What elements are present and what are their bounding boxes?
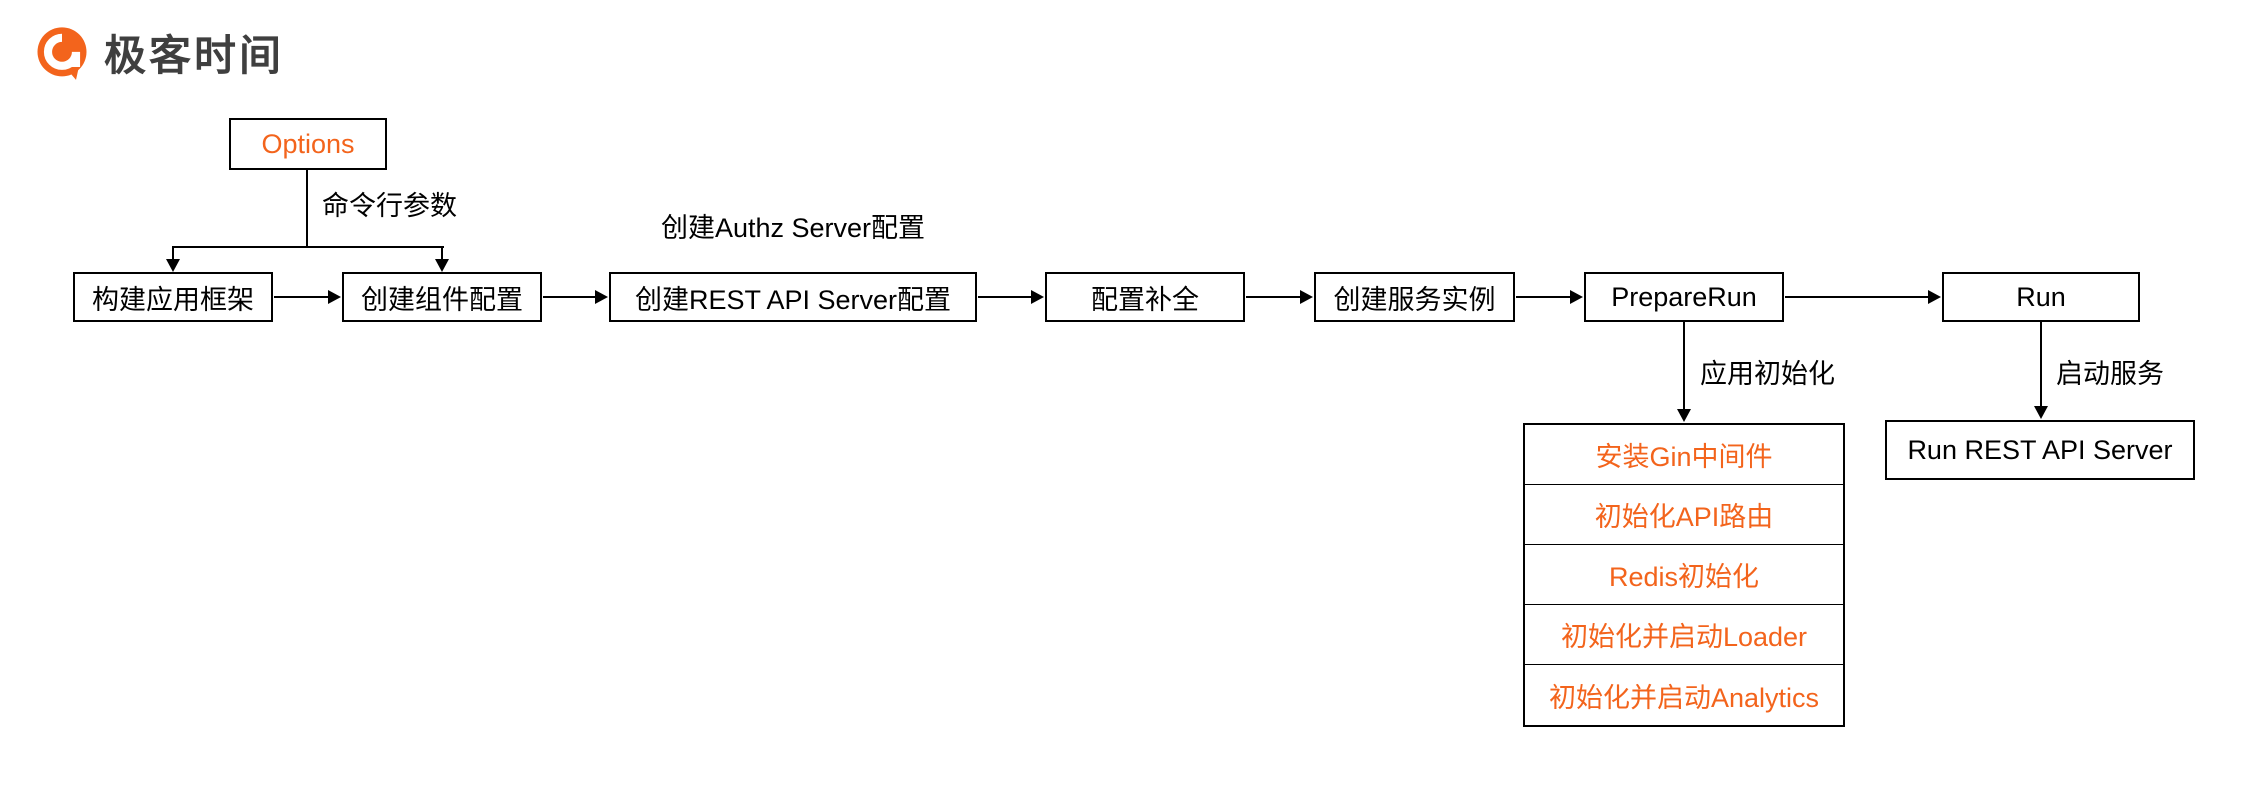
arrow-run-to-runserver xyxy=(2034,322,2048,419)
flow-box-run: Run xyxy=(1942,272,2140,322)
init-step-analytics: 初始化并启动Analytics xyxy=(1548,682,1820,713)
init-step-gin-middleware: 安装Gin中间件 xyxy=(1525,425,1843,485)
arrow-preparerun-to-init xyxy=(1677,322,1691,422)
flow-box-config-complete: 配置补全 xyxy=(1045,272,1245,322)
init-step-api-routes: 初始化API路由 xyxy=(1525,485,1843,545)
flow-box-create-component-config: 创建组件配置 xyxy=(342,272,542,322)
flow-box-prepare-run: PrepareRun xyxy=(1584,272,1784,322)
options-box: Options xyxy=(229,118,387,170)
prepare-note-label: 应用初始化 xyxy=(1700,359,1835,389)
init-step-redis: Redis初始化 xyxy=(1525,545,1843,605)
flow-box-create-rest-api-server-config: 创建REST API Server配置 xyxy=(609,272,977,322)
options-fork-line xyxy=(172,246,444,248)
flow-box-create-service-instance: 创建服务实例 xyxy=(1314,272,1515,322)
arrow-options-to-build xyxy=(166,246,180,272)
arrow-component-to-restconfig xyxy=(543,290,608,304)
geektime-logo-icon xyxy=(37,26,87,80)
flow-box-build-app-frame: 构建应用框架 xyxy=(73,272,273,322)
arrow-build-to-component xyxy=(274,290,341,304)
authz-note-label: 创建Authz Server配置 xyxy=(660,213,926,243)
brand-name: 极客时间 xyxy=(104,32,285,79)
init-step-loader: 初始化并启动Loader xyxy=(1525,605,1843,665)
run-note-label: 启动服务 xyxy=(2056,359,2164,389)
arrow-preparerun-to-run xyxy=(1785,290,1941,304)
arrow-instance-to-preparerun xyxy=(1516,290,1583,304)
arrow-options-to-component xyxy=(435,246,449,272)
arrow-complete-to-instance xyxy=(1246,290,1313,304)
init-steps-list: 安装Gin中间件 初始化API路由 Redis初始化 初始化并启动Loader … xyxy=(1523,423,1845,727)
brand-logo: 极客时间 xyxy=(34,22,284,83)
arrow-restconfig-to-complete xyxy=(978,290,1044,304)
options-stem-line xyxy=(306,170,308,247)
run-rest-api-server-box: Run REST API Server xyxy=(1885,420,2195,480)
options-note-label: 命令行参数 xyxy=(322,191,457,221)
